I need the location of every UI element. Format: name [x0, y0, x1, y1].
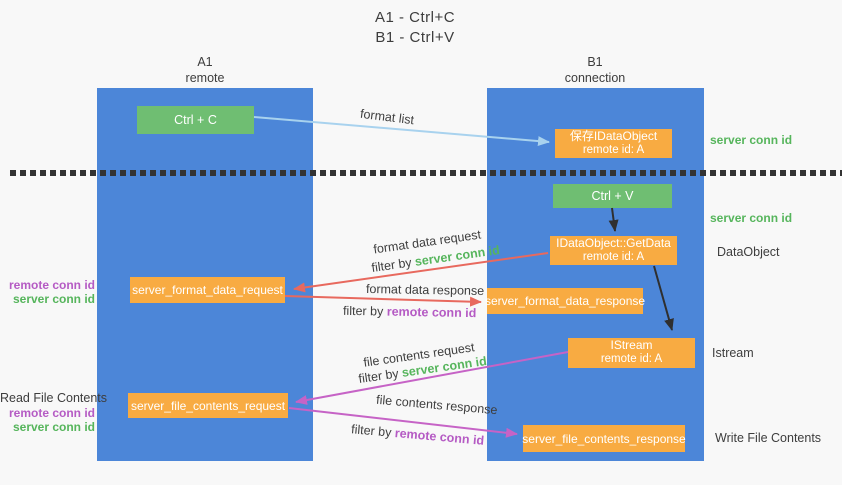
lane-a1-name: A1 [197, 55, 213, 69]
node-idataobject-getdata-line1: IDataObject::GetData [556, 235, 671, 250]
edge-label-format-data-response-filter: filter by remote conn id [343, 304, 477, 320]
node-istream-line2: remote id: A [600, 353, 663, 366]
filter-by-text: filter by [342, 303, 387, 319]
machine-boundary-dotted-line [10, 170, 842, 176]
node-server-format-data-request: server_format_data_request [130, 277, 285, 303]
annotation-istream: Istream [712, 346, 754, 360]
lane-header-a1: A1 remote [97, 55, 313, 86]
annotation-server-conn-id-3: server conn id [12, 292, 95, 306]
annotation-write-file-contents: Write File Contents [715, 431, 822, 445]
edge-label-format-list: format list [359, 106, 415, 128]
node-server-file-contents-response: server_file_contents_response [522, 425, 686, 452]
lane-a1-role: remote [185, 70, 225, 85]
edge-label-file-contents-response: file contents response [375, 392, 498, 418]
annotation-server-conn-id-1: server conn id [710, 133, 793, 147]
annotation-remote-conn-id-1: remote conn id [8, 278, 95, 292]
lane-header-b1: B1 connection [487, 55, 703, 86]
node-save-idataobject-line2: remote id: A [582, 143, 645, 156]
annotation-server-conn-id-4: server conn id [12, 420, 95, 434]
edge-label-format-data-response: format data response [365, 281, 485, 299]
filter-by-text: filter by [370, 254, 416, 275]
node-save-idataobject-line1: 保存IDataObject [569, 128, 658, 143]
node-idataobject-getdata-line2: remote id: A [582, 250, 645, 263]
node-ctrl-c: Ctrl + C [137, 106, 254, 134]
node-save-idataobject: 保存IDataObject remote id: A [555, 129, 672, 158]
annotation-read-file-contents: Read File Contents [0, 391, 108, 405]
edge-label-file-contents-response-filter: filter by remote conn id [351, 422, 485, 448]
lane-b1-role: connection [564, 70, 626, 85]
node-istream-line1: IStream [610, 338, 653, 353]
filter-by-text: filter by [350, 422, 396, 440]
annotation-remote-conn-id-2: remote conn id [8, 406, 95, 420]
node-server-file-contents-request: server_file_contents_request [128, 393, 288, 418]
lane-b1-name: B1 [587, 55, 603, 69]
annotation-dataobject: DataObject [717, 245, 780, 259]
annotation-server-conn-id-2: server conn id [710, 211, 793, 225]
node-server-format-data-response: server_format_data_response [485, 288, 645, 314]
diagram-title-line1: A1 - Ctrl+C [374, 9, 456, 26]
remote-conn-id-key: remote conn id [386, 304, 477, 321]
node-ctrl-v: Ctrl + V [553, 184, 672, 208]
remote-conn-id-key: remote conn id [394, 426, 485, 448]
node-idataobject-getdata: IDataObject::GetData remote id: A [550, 236, 677, 265]
node-istream: IStream remote id: A [568, 338, 695, 368]
diagram-title-line2: B1 - Ctrl+V [375, 29, 455, 46]
